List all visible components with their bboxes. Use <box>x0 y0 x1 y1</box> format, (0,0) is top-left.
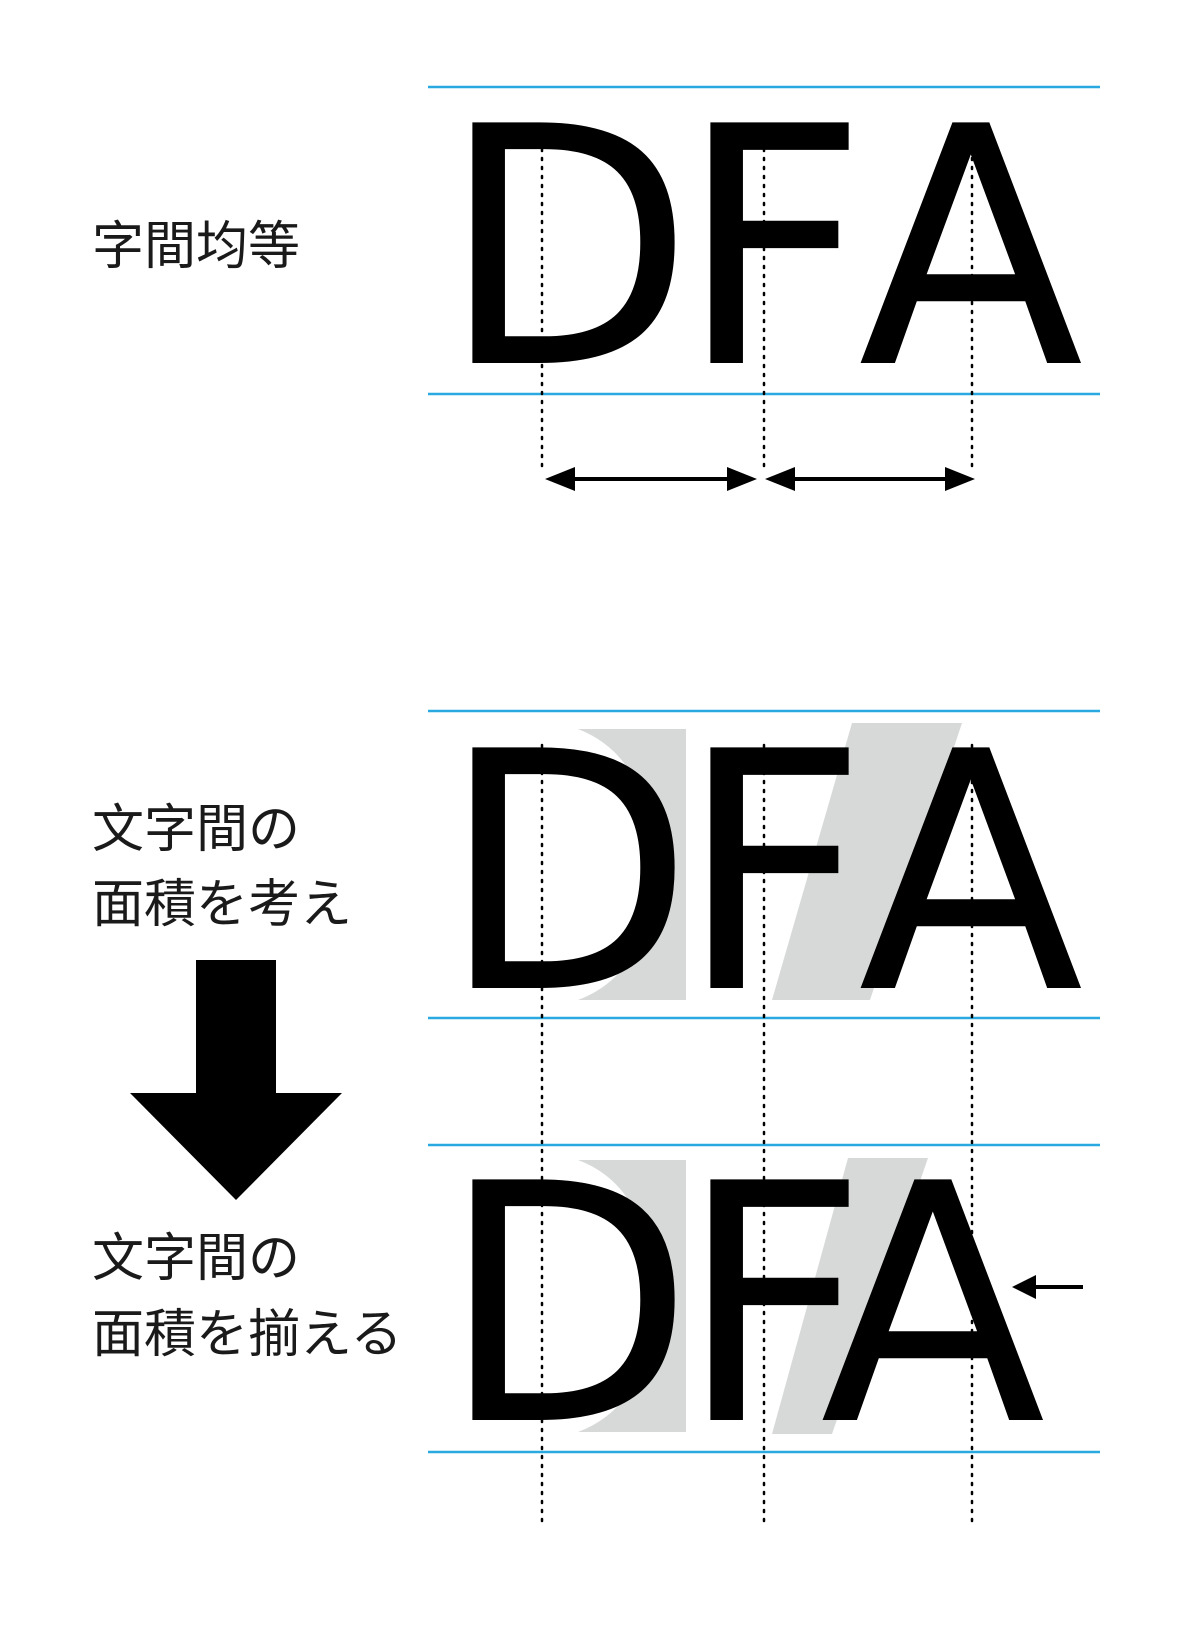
label-consider-line1: 文字間の <box>92 800 300 860</box>
arrow-down-icon <box>130 960 342 1200</box>
dotted-reference-lines <box>540 138 974 1527</box>
label-align-line2: 面積を揃える <box>92 1305 402 1365</box>
gap-area-df-bottom <box>578 1160 686 1432</box>
letter-f-top: F <box>678 57 868 441</box>
letter-f-mid: F <box>678 682 868 1066</box>
gap-area-fa-mid <box>772 723 962 1000</box>
double-headed-arrow-icon <box>765 467 975 491</box>
section-labels: 字間均等 文字間の 面積を考え 文字間の 面積を揃える <box>92 217 402 1365</box>
sample-letters: D F A D F A D F A <box>440 57 1085 1498</box>
label-consider-line2: 面積を考え <box>92 875 352 935</box>
spacing-arrows <box>545 467 975 491</box>
arrow-left-icon <box>1012 1275 1083 1299</box>
gap-areas <box>578 723 962 1434</box>
label-equal-spacing: 字間均等 <box>92 217 300 277</box>
gap-area-df-mid <box>578 729 686 1000</box>
gap-area-fa-bottom <box>772 1158 928 1434</box>
letter-d-mid: D <box>440 682 694 1066</box>
label-align-line1: 文字間の <box>92 1229 300 1289</box>
guide-lines <box>428 85 1100 1454</box>
letter-a-bottom: A <box>820 1114 1047 1498</box>
letter-d-top: D <box>440 57 694 441</box>
letter-d-bottom: D <box>440 1114 694 1498</box>
letter-f-bottom: F <box>678 1114 868 1498</box>
double-headed-arrow-icon <box>545 467 757 491</box>
